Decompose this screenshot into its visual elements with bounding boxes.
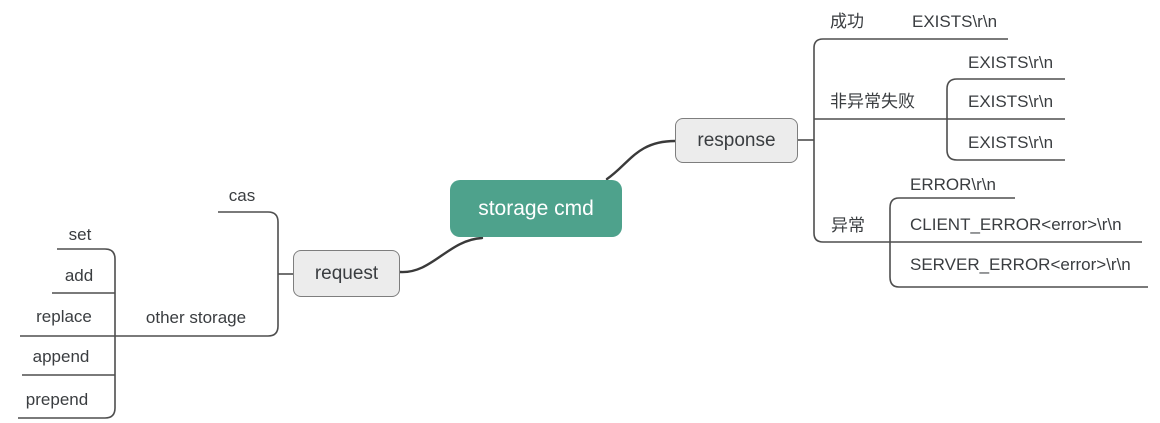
node-exception-client-error[interactable]: CLIENT_ERROR<error>\r\n <box>910 215 1122 234</box>
node-exception-error[interactable]: ERROR\r\n <box>910 175 996 194</box>
node-success-exists[interactable]: EXISTS\r\n <box>912 12 998 31</box>
node-append[interactable]: append <box>32 347 90 366</box>
curve-request-to-root <box>398 236 484 274</box>
curve-root-to-response <box>605 139 677 181</box>
node-exception[interactable]: 异常 <box>831 216 865 235</box>
node-add[interactable]: add <box>64 266 94 285</box>
node-set[interactable]: set <box>68 225 92 244</box>
node-other-storage[interactable]: other storage <box>145 308 247 327</box>
node-response[interactable]: response <box>675 118 798 163</box>
node-replace[interactable]: replace <box>36 307 92 326</box>
bracket-other-storage-children <box>104 248 116 419</box>
node-request[interactable]: request <box>293 250 400 297</box>
node-prepend[interactable]: prepend <box>25 390 89 409</box>
node-non-exception-failure[interactable]: 非异常失败 <box>830 92 915 111</box>
node-success[interactable]: 成功 <box>830 12 864 31</box>
node-exception-server-error[interactable]: SERVER_ERROR<error>\r\n <box>910 255 1131 274</box>
bracket-non-exception-children <box>946 78 1065 161</box>
node-storage-cmd[interactable]: storage cmd <box>450 180 622 237</box>
node-non-exception-exists-2[interactable]: EXISTS\r\n <box>968 92 1054 111</box>
bracket-exception-children <box>889 197 1148 288</box>
node-non-exception-exists-1[interactable]: EXISTS\r\n <box>968 53 1054 72</box>
node-non-exception-exists-3[interactable]: EXISTS\r\n <box>968 133 1054 152</box>
node-cas[interactable]: cas <box>228 186 256 205</box>
